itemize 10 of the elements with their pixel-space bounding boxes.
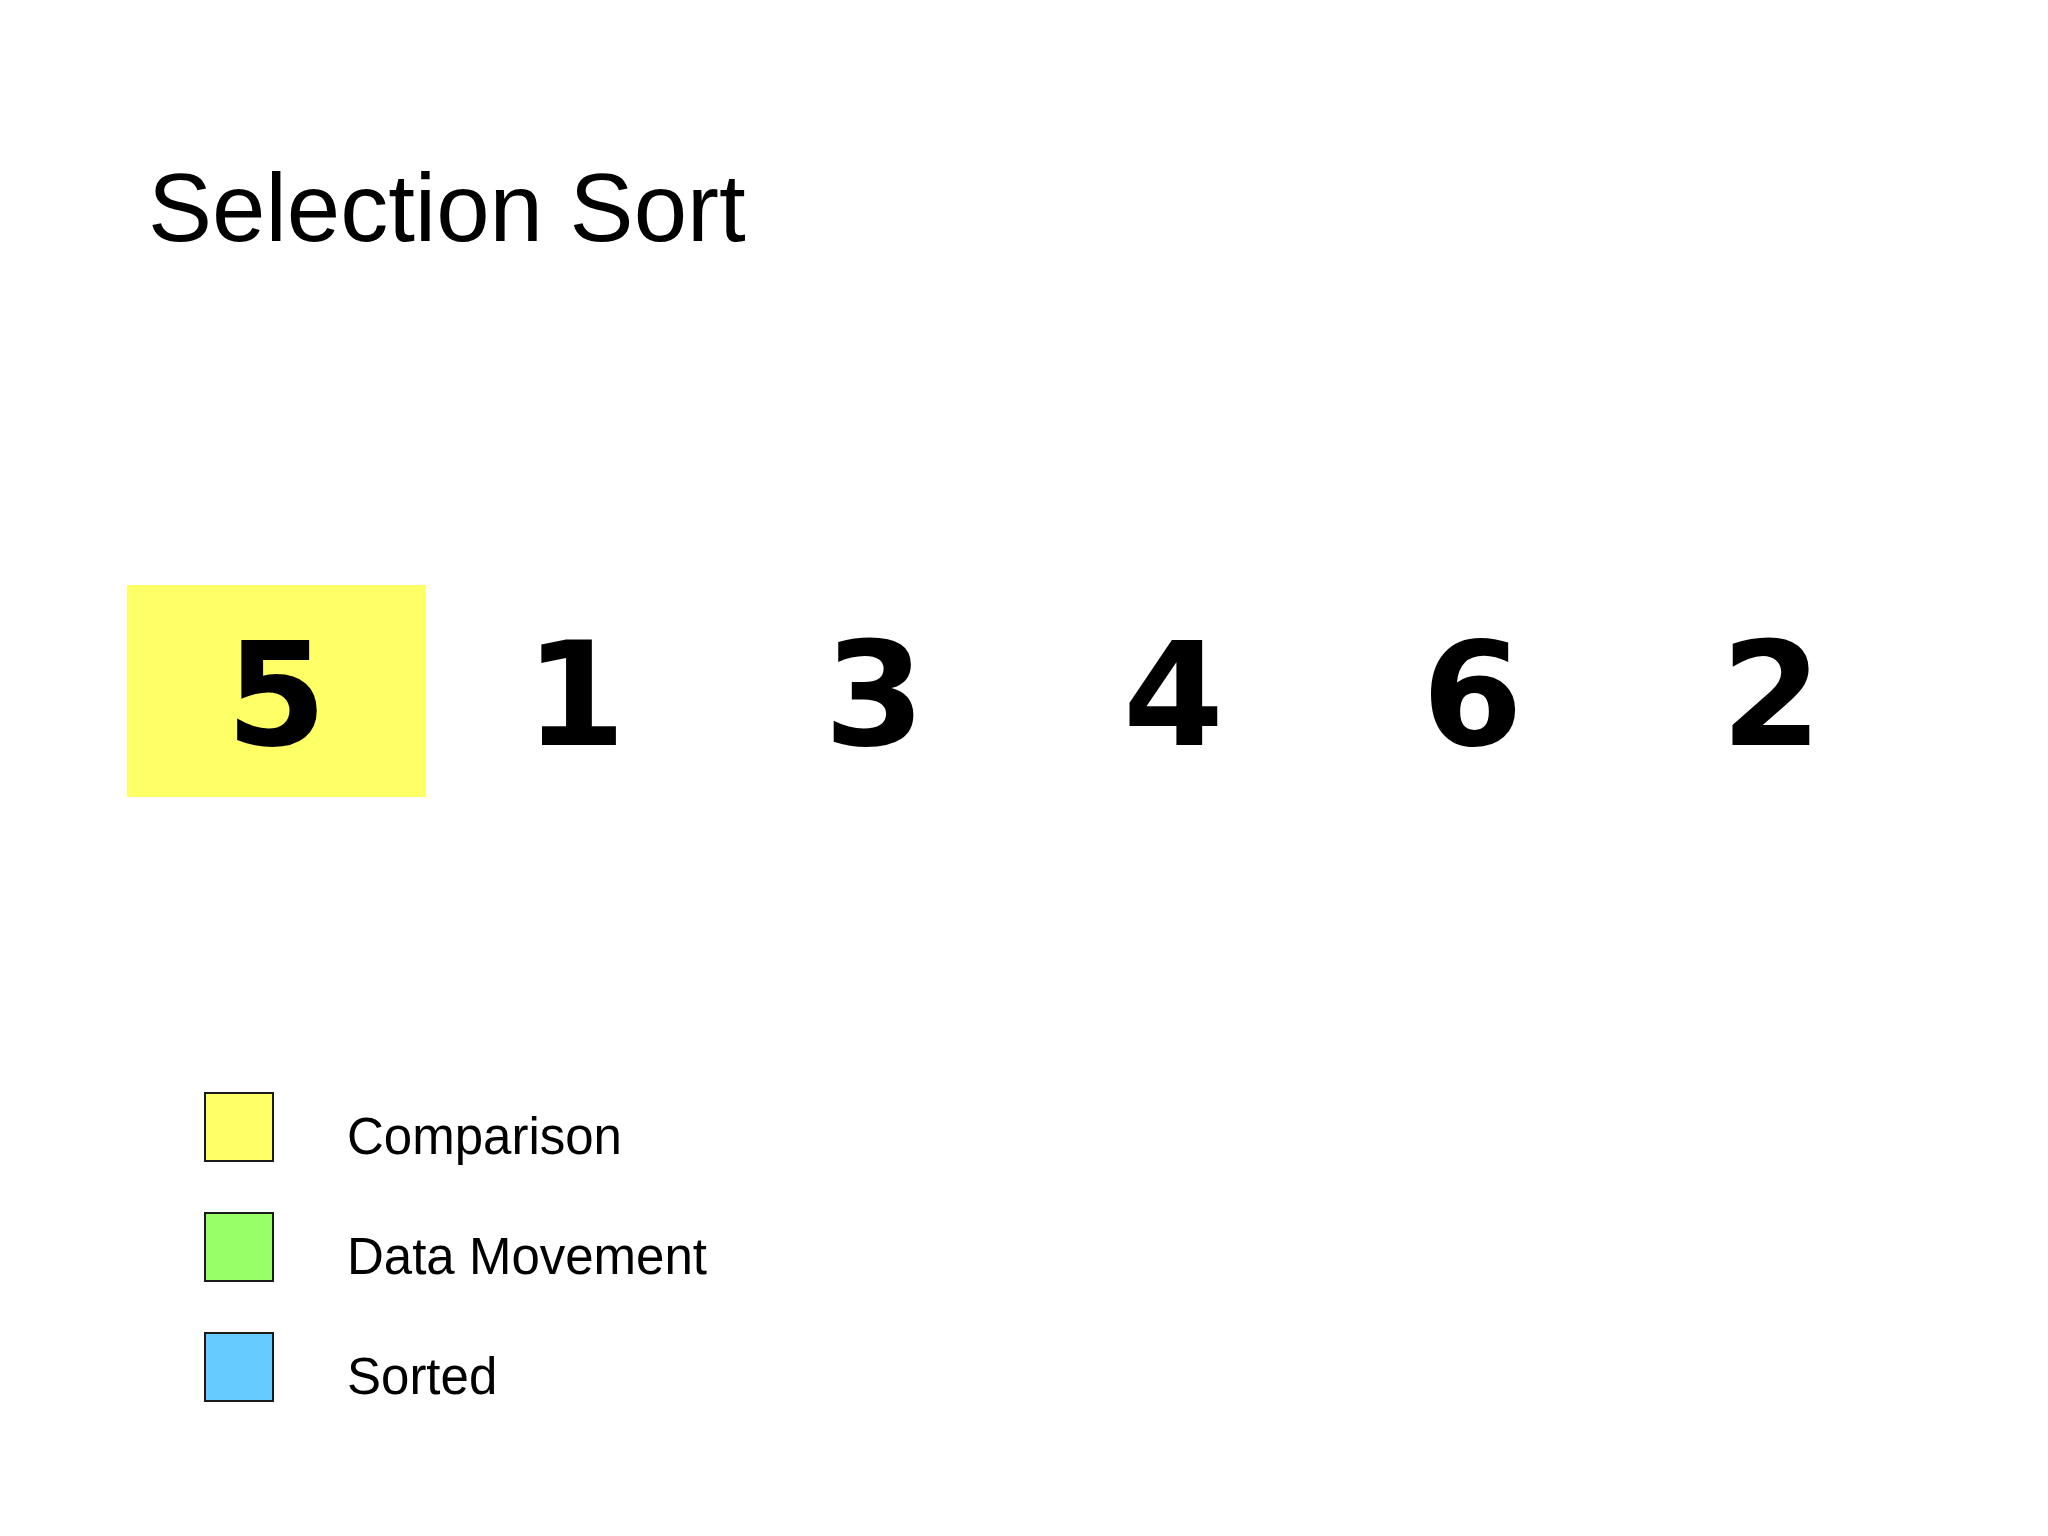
array-value: 1	[525, 621, 626, 767]
array-value: 6	[1422, 621, 1523, 767]
legend-label: Sorted	[347, 1351, 498, 1402]
diagram-title: Selection Sort	[148, 160, 746, 256]
array-value: 5	[226, 621, 327, 767]
array-value: 3	[824, 621, 925, 767]
array-value: 2	[1721, 621, 1822, 767]
array-value: 4	[1123, 621, 1224, 767]
highlighted-cell	[127, 585, 426, 797]
legend-label: Data Movement	[347, 1231, 707, 1282]
